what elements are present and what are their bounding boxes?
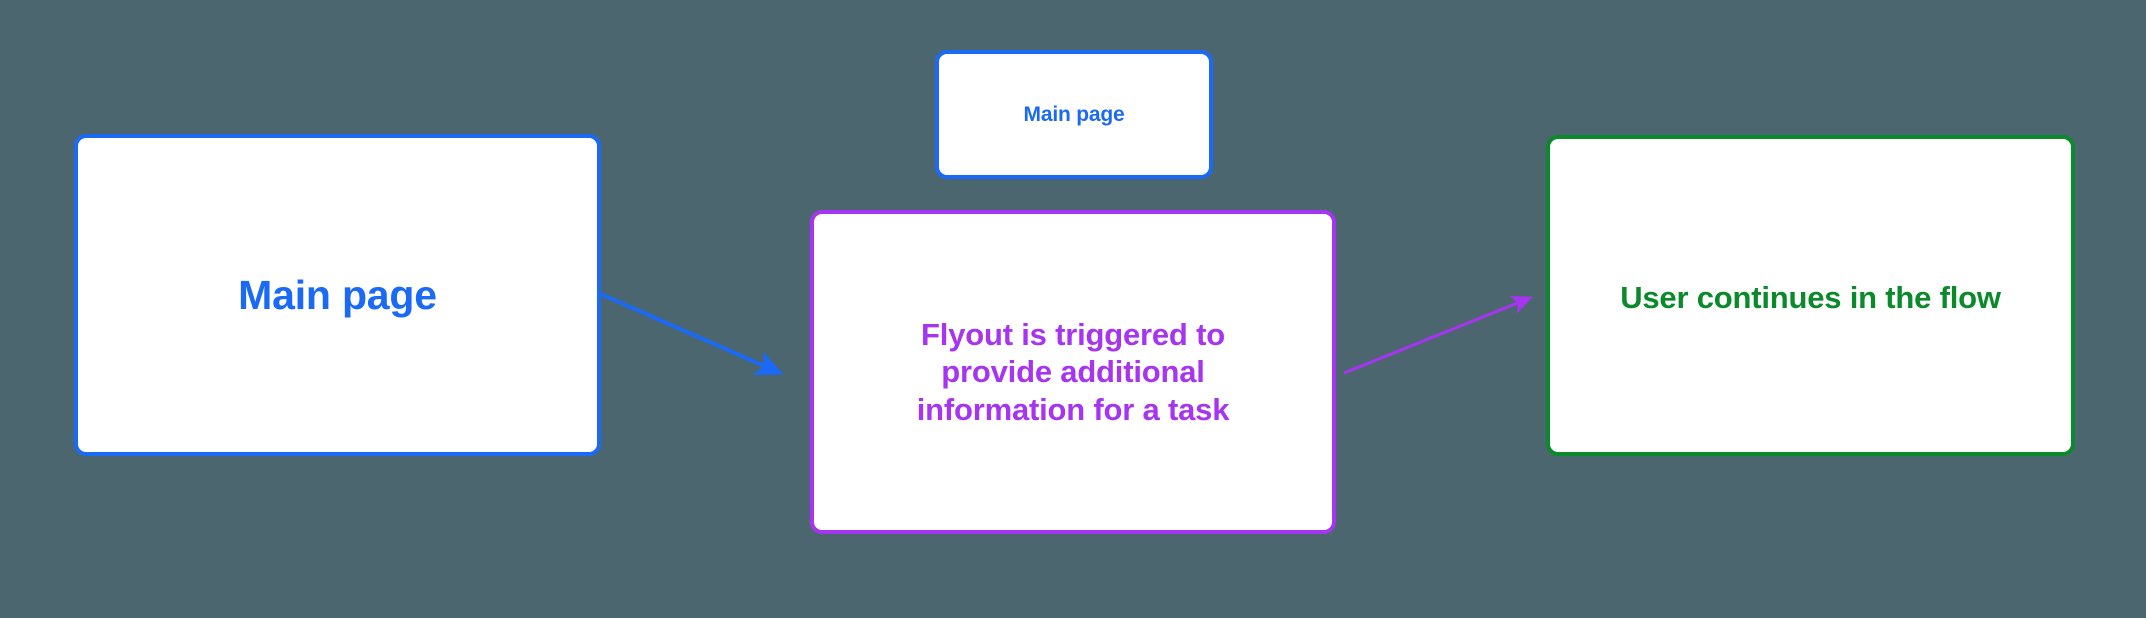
node-user-continues[interactable]: User continues in the flow [1546, 135, 2075, 456]
node-main-page-small-label: Main page [1023, 102, 1125, 126]
node-flyout[interactable]: Flyout is triggered to provide additiona… [810, 210, 1336, 534]
node-main-page-large[interactable]: Main page [74, 134, 601, 456]
node-main-page-large-label: Main page [238, 271, 437, 318]
node-user-continues-label: User continues in the flow [1620, 280, 2001, 315]
node-flyout-label: Flyout is triggered to provide additiona… [916, 317, 1230, 427]
node-main-page-small[interactable]: Main page [935, 50, 1213, 179]
